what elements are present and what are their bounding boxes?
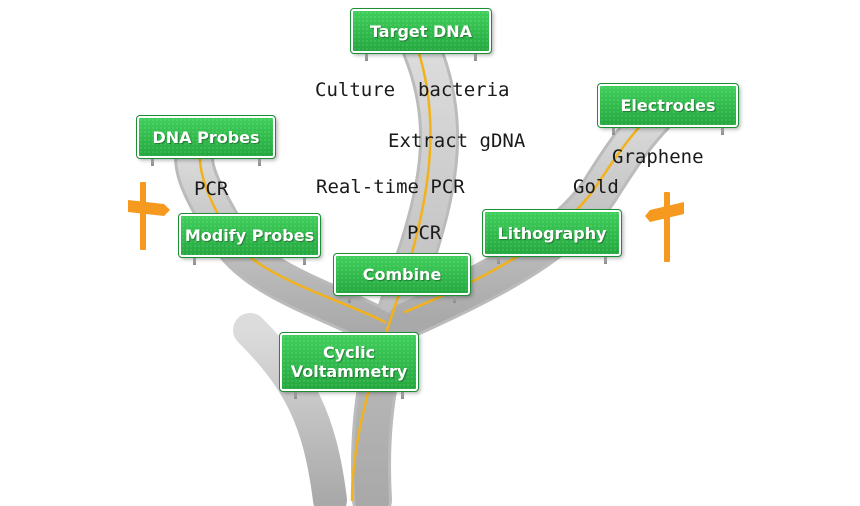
- sign-target-dna-label: Target DNA: [350, 8, 492, 54]
- signpost-icon: [645, 192, 684, 262]
- sign-cyclic-voltammetry: Cyclic Voltammetry: [279, 332, 419, 399]
- sign-modify-probes-label: Modify Probes: [178, 213, 321, 258]
- label-real-time-pcr: Real-time PCR: [316, 176, 465, 198]
- label-gold: Gold: [573, 176, 619, 198]
- label-culture-bacteria: Culture bacteria: [315, 79, 510, 101]
- label-pcr-center: PCR: [407, 222, 442, 244]
- sign-lithography-label: Lithography: [482, 209, 622, 257]
- sign-electrodes-label: Electrodes: [597, 83, 739, 128]
- sign-electrodes: Electrodes: [597, 83, 739, 135]
- label-extract-gdna: Extract gDNA: [388, 130, 526, 152]
- sign-target-dna: Target DNA: [350, 8, 492, 61]
- sign-dna-probes-label: DNA Probes: [136, 115, 276, 159]
- label-graphene: Graphene: [612, 146, 704, 168]
- sign-cyclic-voltammetry-label: Cyclic Voltammetry: [279, 332, 419, 392]
- sign-combine-label: Combine: [333, 253, 471, 296]
- label-pcr-left: PCR: [194, 178, 229, 200]
- sign-lithography: Lithography: [482, 209, 622, 264]
- sign-modify-probes: Modify Probes: [178, 213, 321, 265]
- sign-combine: Combine: [333, 253, 471, 303]
- sign-dna-probes: DNA Probes: [136, 115, 276, 166]
- signpost-icon: [128, 182, 170, 250]
